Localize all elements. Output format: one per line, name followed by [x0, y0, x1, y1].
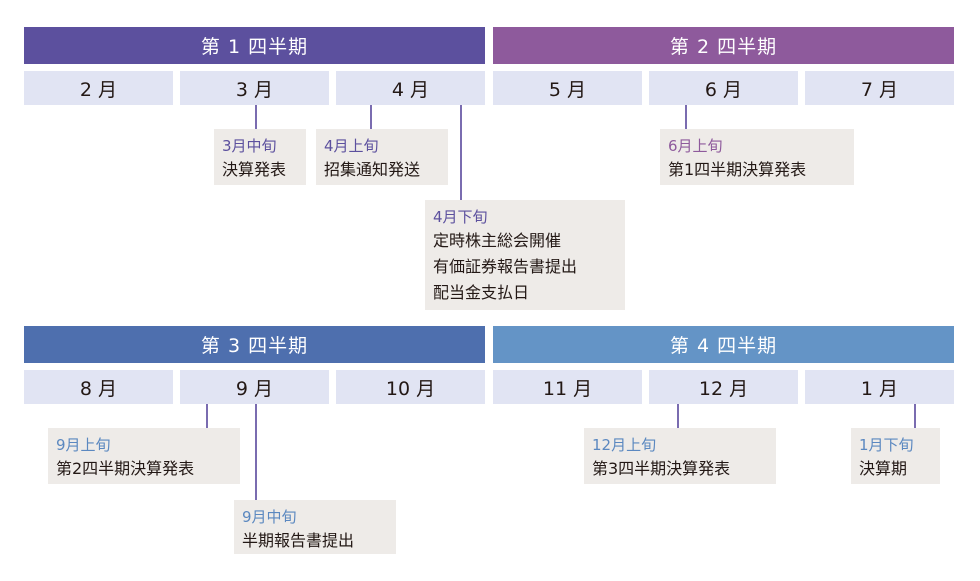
event-note: 12月上旬 第3四半期決算発表 [584, 428, 776, 484]
month-sep: 9 月 [180, 370, 329, 404]
event-note: 1月下旬 決算期 [851, 428, 940, 484]
connector-line [255, 404, 257, 500]
connector-line [255, 105, 257, 129]
event-item: 半期報告書提出 [242, 531, 355, 550]
event-item: 第1四半期決算発表 [668, 160, 807, 179]
event-item: 有価証券報告書提出 [433, 257, 578, 276]
month-oct: 10 月 [336, 370, 485, 404]
event-date: 9月中旬 [242, 508, 297, 526]
month-dec: 12 月 [649, 370, 798, 404]
event-date: 6月上旬 [668, 137, 723, 155]
quarter-4-bar: 第 4 四半期 [493, 326, 954, 363]
connector-line [206, 404, 208, 428]
month-mar: 3 月 [180, 71, 329, 105]
month-apr: 4 月 [336, 71, 485, 105]
connector-line [914, 404, 916, 428]
month-may: 5 月 [493, 71, 642, 105]
quarter-2-bar: 第 2 四半期 [493, 27, 954, 64]
event-item: 招集通知発送 [324, 160, 421, 179]
connector-line [460, 105, 462, 200]
quarter-1-bar: 第 1 四半期 [24, 27, 485, 64]
month-nov: 11 月 [493, 370, 642, 404]
event-date: 1月下旬 [859, 436, 914, 454]
quarter-3-bar: 第 3 四半期 [24, 326, 485, 363]
event-date: 3月中旬 [222, 137, 277, 155]
month-jan: 1 月 [805, 370, 954, 404]
event-item: 第2四半期決算発表 [56, 459, 195, 478]
connector-line [370, 105, 372, 129]
connector-line [677, 404, 679, 428]
event-item: 配当金支払日 [433, 283, 530, 302]
event-note: 6月上旬 第1四半期決算発表 [660, 129, 854, 185]
event-item: 決算発表 [222, 160, 287, 179]
month-jul: 7 月 [805, 71, 954, 105]
event-note: 4月上旬 招集通知発送 [316, 129, 448, 185]
event-date: 9月上旬 [56, 436, 111, 454]
event-note: 3月中旬 決算発表 [214, 129, 306, 185]
event-note: 9月中旬 半期報告書提出 [234, 500, 396, 554]
event-item: 決算期 [859, 459, 908, 478]
connector-line [685, 105, 687, 129]
event-date: 4月上旬 [324, 137, 379, 155]
event-item: 定時株主総会開催 [433, 231, 562, 250]
event-date: 12月上旬 [592, 436, 657, 454]
event-note: 9月上旬 第2四半期決算発表 [48, 428, 240, 484]
event-note: 4月下旬 定時株主総会開催 有価証券報告書提出 配当金支払日 [425, 200, 625, 310]
month-jun: 6 月 [649, 71, 798, 105]
month-aug: 8 月 [24, 370, 173, 404]
month-feb: 2 月 [24, 71, 173, 105]
event-item: 第3四半期決算発表 [592, 459, 731, 478]
event-date: 4月下旬 [433, 208, 488, 226]
